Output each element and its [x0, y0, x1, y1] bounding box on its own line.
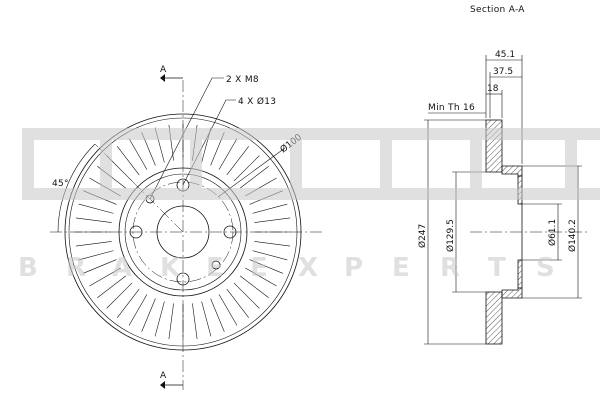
friction-ring-section-lower — [485, 291, 503, 345]
hat-section-lower — [501, 287, 523, 299]
vane — [141, 298, 156, 332]
vane — [89, 267, 121, 287]
section-arrow-top — [160, 74, 165, 82]
tagline-letter: R — [66, 253, 86, 283]
vane — [239, 166, 269, 189]
tagline-letter: P — [344, 253, 363, 283]
section-marker-bottom: A — [160, 371, 167, 381]
angle-label: 45° — [52, 179, 69, 189]
min-thickness-label: Min Th 16 — [428, 103, 475, 113]
vane — [128, 138, 148, 170]
brand-logo — [22, 128, 600, 200]
tagline-letter: S — [536, 253, 555, 283]
vane — [245, 267, 277, 287]
dim-outer-dia: Ø247 — [417, 224, 428, 248]
vane — [218, 138, 238, 170]
vane — [168, 303, 174, 340]
tagline-letter: E — [392, 253, 410, 283]
tagline-letter: E — [206, 253, 224, 283]
vane — [233, 282, 260, 309]
dim-hat-depth: 37.5 — [493, 67, 513, 77]
vane — [192, 303, 198, 340]
angle-arc — [57, 143, 96, 233]
dim-thickness: 18 — [487, 84, 499, 94]
vane — [218, 294, 238, 326]
vane — [233, 155, 260, 182]
section-title: Section A-A — [470, 5, 525, 15]
vane — [75, 217, 112, 223]
tagline-letter: B — [18, 253, 38, 283]
dim-inner-dia: Ø129.5 — [445, 219, 456, 252]
vane — [249, 259, 283, 274]
dim-hub-dia: Ø61.1 — [547, 219, 558, 246]
friction-ring-section-upper — [485, 119, 503, 173]
vane — [117, 288, 140, 318]
section-arrow-bottom — [160, 381, 165, 389]
vane — [252, 203, 288, 214]
vane — [252, 250, 288, 261]
vane — [128, 294, 148, 326]
tagline-letter: E — [250, 253, 268, 283]
front-view: A A 2 X M8 4 X Ø13 Ø100 45° — [50, 65, 325, 390]
tagline-letter: X — [298, 253, 318, 283]
tagline-letter: T — [488, 253, 506, 283]
vane — [226, 146, 249, 176]
vane — [78, 203, 114, 214]
threaded-hole — [211, 260, 221, 270]
hub-wall-lower — [517, 259, 523, 289]
vane — [78, 250, 114, 261]
vane — [83, 259, 117, 274]
tagline-letter: R — [440, 253, 460, 283]
vane — [254, 217, 291, 223]
vane — [154, 301, 165, 337]
bolt-thread-label: 2 X M8 — [226, 75, 259, 85]
vane — [201, 301, 212, 337]
section-view: Section A-A 45.1 37.5 18 Min Th 16 Ø247 — [417, 5, 590, 345]
tagline-letter: A — [112, 253, 132, 283]
tagline-letter: K — [160, 253, 181, 283]
section-marker-top: A — [160, 65, 167, 75]
vane — [226, 288, 249, 318]
leader-bolt-thread — [149, 77, 224, 200]
vane — [239, 275, 269, 298]
vane — [97, 275, 127, 298]
vane — [254, 241, 291, 247]
vane — [117, 146, 140, 176]
bolt-holes-label: 4 X Ø13 — [238, 96, 276, 107]
vane — [106, 282, 133, 309]
vane — [210, 298, 225, 332]
hat-section-upper — [501, 165, 523, 177]
dim-hat-dia: Ø140.2 — [567, 219, 578, 252]
dim-total-height: 45.1 — [495, 50, 515, 60]
vane — [75, 241, 112, 247]
